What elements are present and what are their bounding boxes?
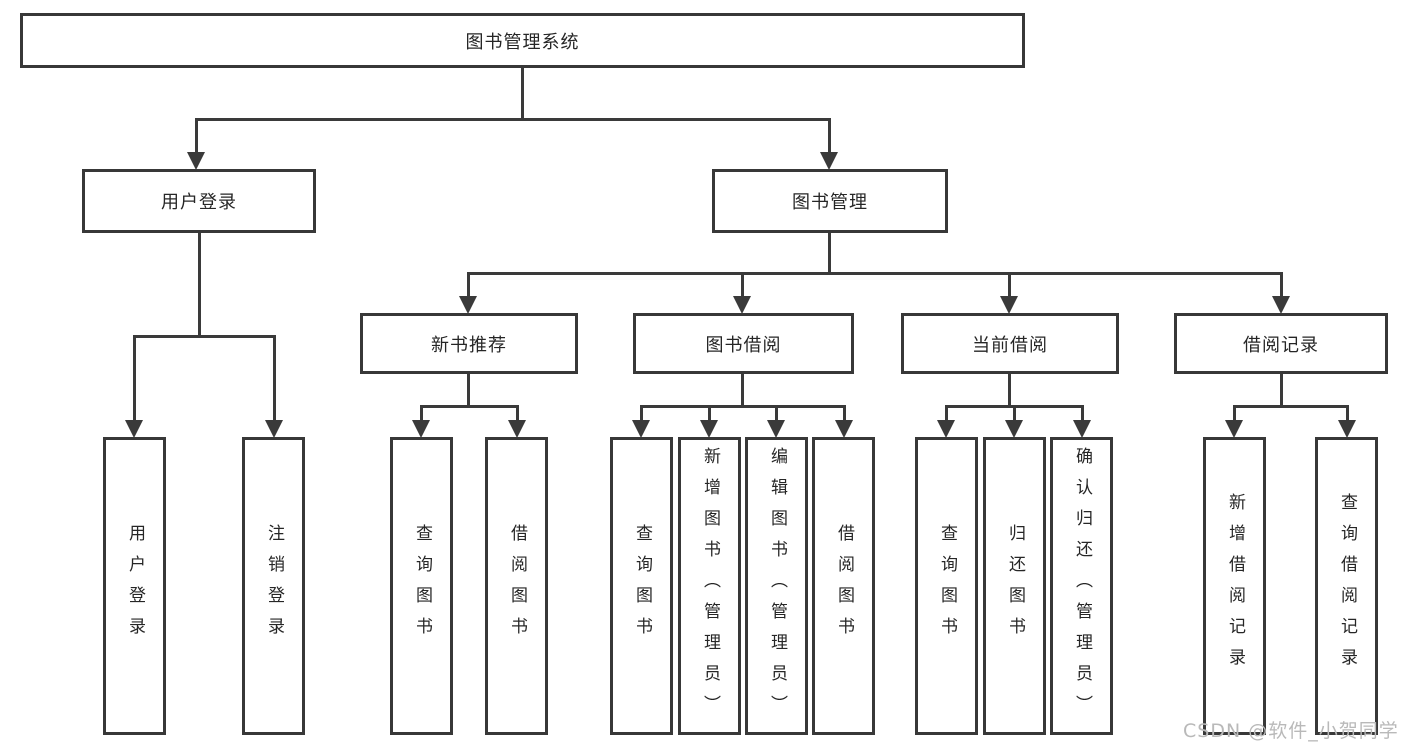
arrow-down-icon [508,420,526,438]
leaf-query-borrow-record: 查询借阅记录 [1315,437,1378,735]
leaf-logout: 注销登录 [242,437,305,735]
connector-line [1232,406,1236,422]
node-label: 图书管理系统 [465,31,580,53]
node-user-login: 用户登录 [82,169,316,233]
connector-line [1007,374,1011,406]
arrow-down-icon [125,420,143,438]
arrow-down-icon [459,296,477,314]
connector-line [827,233,831,273]
connector-line [194,119,198,153]
connector-line [740,273,744,298]
leaf-label: 查询图书 [937,524,957,648]
connector-line [1345,406,1349,422]
leaf-query-books-borrowing: 查询图书 [610,437,673,735]
leaf-label: 借阅图书 [507,524,527,648]
connector-line [197,233,201,336]
arrow-down-icon [632,420,650,438]
leaf-add-borrow-record: 新增借阅记录 [1203,437,1266,735]
leaf-label: 查询图书 [632,524,652,648]
connector-line [639,404,846,408]
connector-line [1279,374,1283,406]
leaf-confirm-return-admin: 确认归还（管理员） [1050,437,1113,735]
leaf-label: 注销登录 [264,524,284,648]
arrow-down-icon [1225,420,1243,438]
connector-line [466,374,470,406]
leaf-label: 新增图书（管理员） [700,446,720,726]
arrow-down-icon [820,152,838,170]
leaf-label: 确认归还（管理员） [1072,446,1092,726]
csdn-watermark: CSDN @软件_小贺同学 [1183,720,1399,742]
connector-line [194,117,831,121]
arrow-down-icon [1073,420,1091,438]
leaf-query-books-recommend: 查询图书 [390,437,453,735]
leaf-label: 查询图书 [412,524,432,648]
arrow-down-icon [265,420,283,438]
node-borrowing-records: 借阅记录 [1174,313,1388,374]
leaf-edit-books-admin: 编辑图书（管理员） [745,437,808,735]
node-label: 借阅记录 [1243,334,1319,356]
leaf-label: 新增借阅记录 [1225,493,1245,679]
node-label: 图书管理 [792,192,868,213]
connector-line [466,271,1283,275]
arrow-down-icon [937,420,955,438]
connector-line [827,119,831,153]
leaf-user-login: 用户登录 [103,437,166,735]
connector-line [639,406,643,422]
connector-line [419,406,423,422]
arrow-down-icon [1272,296,1290,314]
arrow-down-icon [1338,420,1356,438]
leaf-label: 用户登录 [125,524,145,648]
arrow-down-icon [733,296,751,314]
node-current-borrowing: 当前借阅 [901,313,1119,374]
connector-line [520,68,524,119]
node-label: 用户登录 [161,192,237,213]
node-library-management-system: 图书管理系统 [20,13,1025,68]
connector-line [1279,273,1283,298]
connector-line [419,404,519,408]
node-book-borrowing: 图书借阅 [633,313,854,374]
connector-line [944,406,948,422]
node-label: 当前借阅 [972,334,1048,356]
leaf-borrow-books: 借阅图书 [812,437,875,735]
connector-line [707,406,711,422]
node-book-management: 图书管理 [712,169,948,233]
arrow-down-icon [767,420,785,438]
leaf-add-books-admin: 新增图书（管理员） [678,437,741,735]
connector-line [1080,406,1084,422]
arrow-down-icon [412,420,430,438]
leaf-borrow-books-recommend: 借阅图书 [485,437,548,735]
connector-line [1012,406,1016,422]
connector-line [740,374,744,406]
node-new-book-recommend: 新书推荐 [360,313,578,374]
node-label: 新书推荐 [431,334,507,356]
connector-line [132,336,136,422]
connector-line [515,406,519,422]
connector-line [774,406,778,422]
connector-line [842,406,846,422]
connector-line [944,404,1084,408]
leaf-return-books: 归还图书 [983,437,1046,735]
connector-line [1007,273,1011,298]
connector-line [272,336,276,422]
arrow-down-icon [1005,420,1023,438]
leaf-query-books-current: 查询图书 [915,437,978,735]
leaf-label: 归还图书 [1005,524,1025,648]
leaf-label: 借阅图书 [834,524,854,648]
connector-line [1232,404,1349,408]
arrow-down-icon [187,152,205,170]
arrow-down-icon [700,420,718,438]
connector-line [466,273,470,298]
leaf-label: 查询借阅记录 [1337,493,1357,679]
leaf-label: 编辑图书（管理员） [767,446,787,726]
connector-line [132,334,276,338]
arrow-down-icon [1000,296,1018,314]
arrow-down-icon [835,420,853,438]
node-label: 图书借阅 [705,334,782,356]
